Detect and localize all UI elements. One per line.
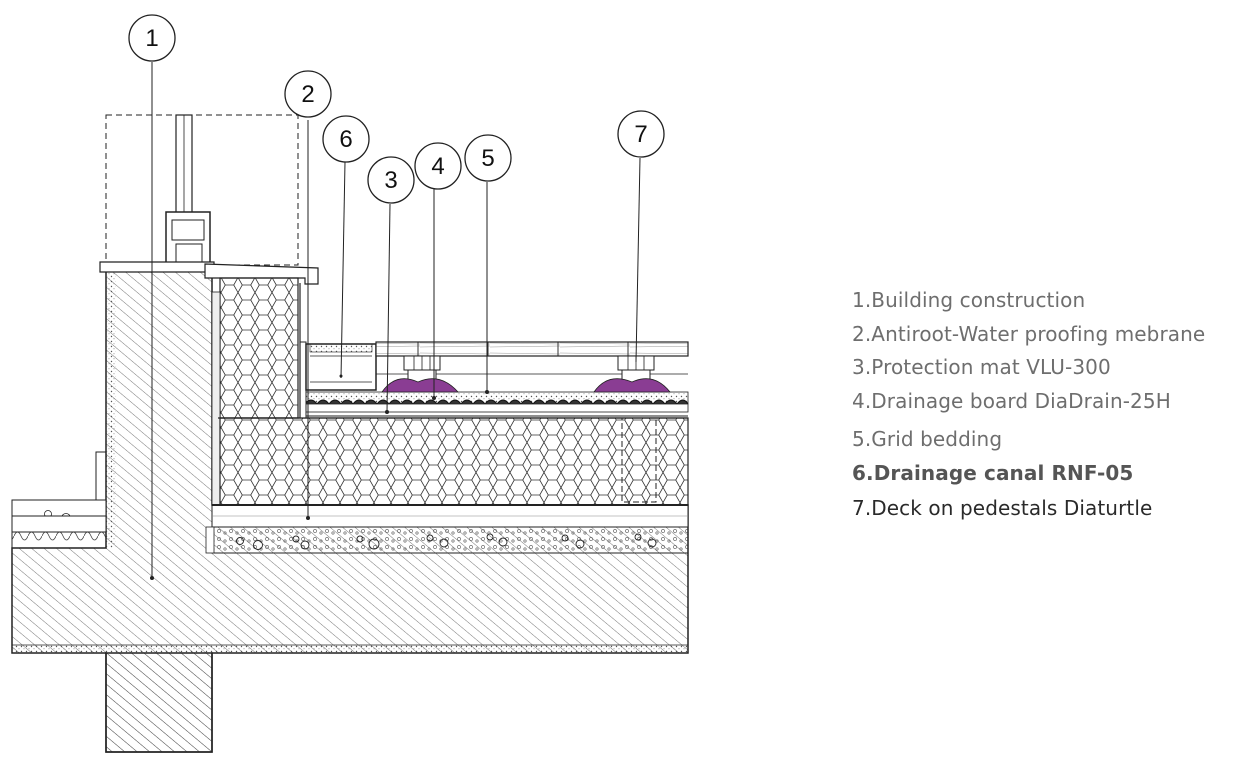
callout-4-label: 4 — [431, 153, 444, 180]
leader-dots — [150, 390, 489, 580]
legend-item-5: 5.Grid bedding — [852, 427, 1003, 451]
callout-3: 3 — [367, 156, 415, 204]
lower-left-terrace — [11, 451, 107, 549]
leader-lines — [151, 62, 641, 578]
deck-boards — [375, 341, 689, 375]
pedestal-right — [593, 355, 671, 393]
legend-item-3: 3.Protection mat VLU-300 — [852, 355, 1111, 379]
legend-item-1: 1.Building construction — [852, 288, 1086, 312]
callout-7-label: 7 — [634, 121, 647, 148]
callout-6-label: 6 — [339, 126, 352, 153]
callout-4: 4 — [414, 142, 462, 190]
callout-5: 5 — [464, 134, 512, 182]
callout-3-label: 3 — [384, 167, 397, 194]
legend-item-6: 6.Drainage canal RNF-05 — [852, 461, 1134, 485]
callout-2: 2 — [284, 70, 332, 118]
membrane — [212, 283, 688, 506]
callout-2-label: 2 — [301, 81, 314, 108]
pedestal-left — [381, 355, 459, 393]
legend-item-2: 2.Antiroot-Water proofing mebrane — [852, 322, 1206, 346]
callout-6: 6 — [322, 115, 370, 163]
roof-insulation — [205, 417, 689, 554]
callout-5-label: 5 — [481, 145, 494, 172]
callout-1-label: 1 — [145, 25, 158, 52]
window-frame — [99, 114, 319, 285]
drainage-layers — [304, 391, 689, 417]
callout-1: 1 — [128, 14, 176, 62]
callout-7: 7 — [617, 110, 665, 158]
legend-item-4: 4.Drainage board DiaDrain-25H — [852, 389, 1171, 413]
upstand-insulation — [211, 277, 299, 506]
legend-item-7: 7.Deck on pedestals Diaturtle — [852, 496, 1153, 520]
